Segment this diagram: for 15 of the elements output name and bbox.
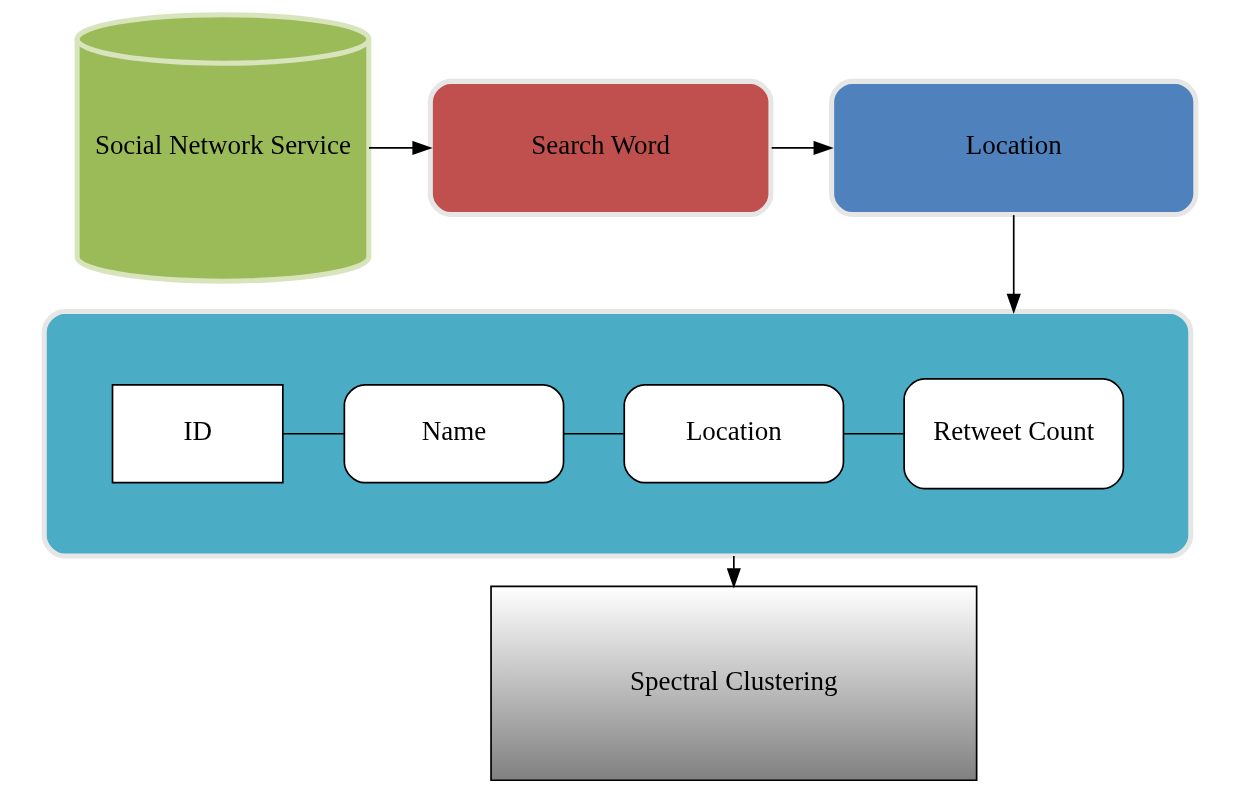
arrow — [1006, 214, 1021, 315]
node-box: Name — [343, 384, 565, 484]
connector — [282, 432, 345, 435]
connector — [842, 432, 905, 435]
node-box: Search Word — [427, 78, 774, 218]
node-box: Spectral Clustering — [490, 585, 978, 782]
cluster — [41, 309, 1194, 559]
node-box: Location — [623, 384, 845, 484]
arrow — [770, 140, 834, 156]
arrow — [726, 555, 741, 589]
connector — [563, 432, 625, 435]
node-box: ID — [111, 384, 284, 484]
node-box: Retweet Count — [903, 378, 1125, 490]
node-box: Location — [829, 78, 1199, 218]
arrow — [368, 140, 433, 156]
